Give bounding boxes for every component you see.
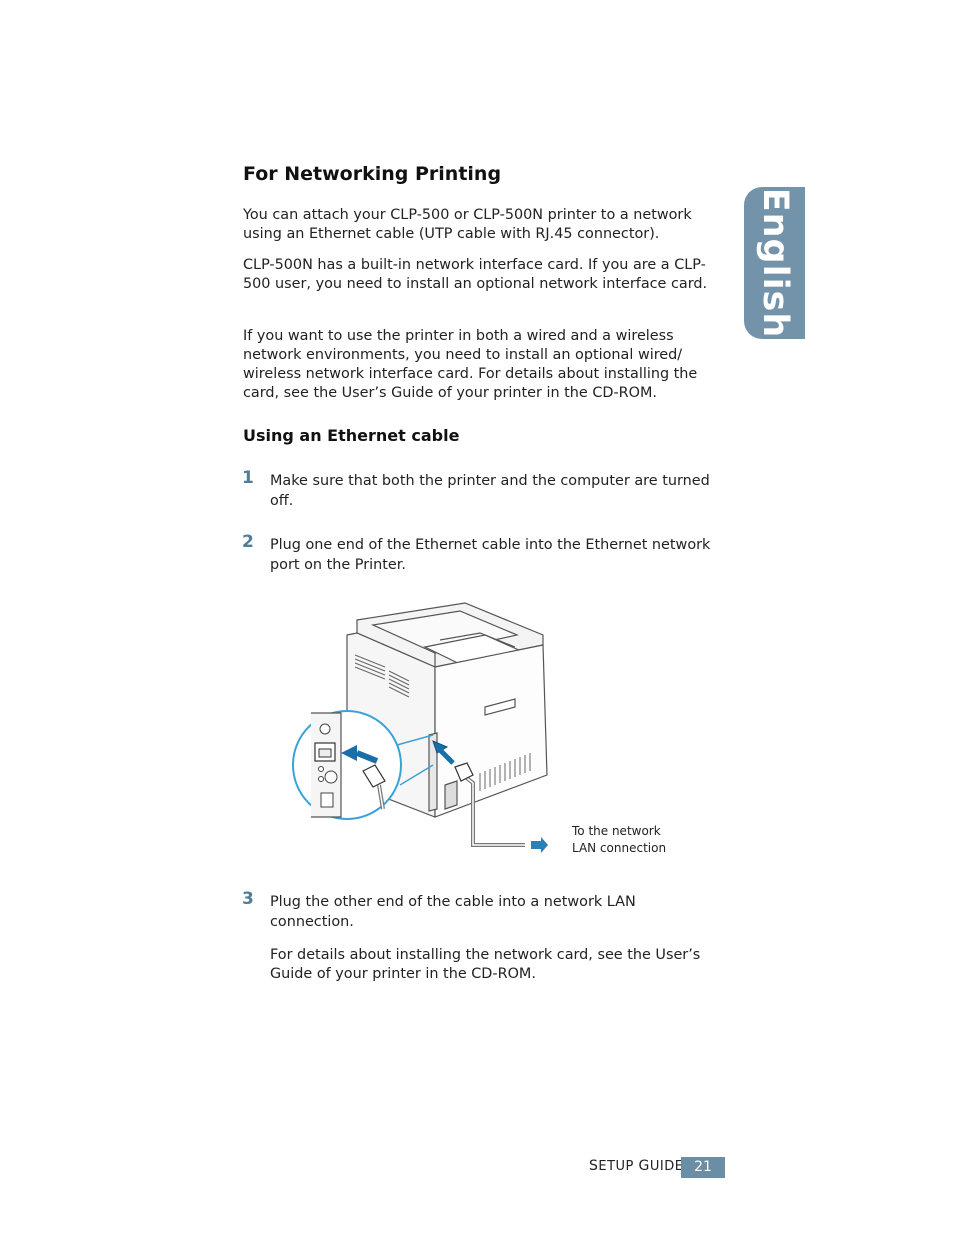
page-number: 21	[681, 1157, 725, 1178]
subsection-title: Using an Ethernet cable	[243, 426, 460, 445]
step-2-number: 2	[242, 532, 254, 552]
figure-caption-line-1: To the network	[572, 824, 661, 838]
figure-caption-line-2: LAN connection	[572, 841, 667, 855]
language-tab-label: English	[754, 187, 795, 339]
step-1-text: Make sure that both the printer and the …	[270, 473, 710, 509]
intro-paragraph: You can attach your CLP-500 or CLP-500N …	[243, 207, 692, 242]
network-card-paragraph: CLP-500N has a built-in network interfac…	[243, 257, 708, 292]
language-tab: English	[744, 187, 805, 339]
section-title: For Networking Printing	[243, 163, 502, 185]
step-3-text: Plug the other end of the cable into a n…	[270, 894, 636, 930]
wireless-paragraph: If you want to use the printer in both a…	[243, 328, 698, 401]
network-arrow-icon	[531, 837, 548, 853]
step-3-number: 3	[242, 889, 254, 909]
step-3-note: For details about installing the network…	[270, 947, 701, 982]
footer-label: SETUP GUIDE	[589, 1158, 684, 1174]
step-2-text: Plug one end of the Ethernet cable into …	[270, 537, 711, 573]
printer-ethernet-illustration	[292, 602, 548, 853]
step-1-number: 1	[242, 468, 254, 488]
magnified-port-detail	[292, 710, 402, 820]
